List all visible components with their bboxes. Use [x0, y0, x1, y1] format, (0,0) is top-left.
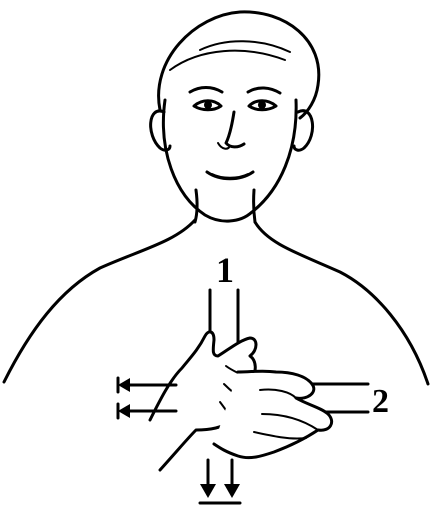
head — [151, 12, 319, 221]
arrow-down-icon — [200, 484, 216, 498]
down-arrows — [200, 460, 240, 503]
arrow-left-icon — [118, 404, 130, 418]
label-1: 1 — [216, 250, 234, 290]
label-2: 2 — [372, 383, 389, 420]
arrow-left-icon — [118, 378, 130, 392]
arrow-down-icon — [224, 484, 240, 498]
